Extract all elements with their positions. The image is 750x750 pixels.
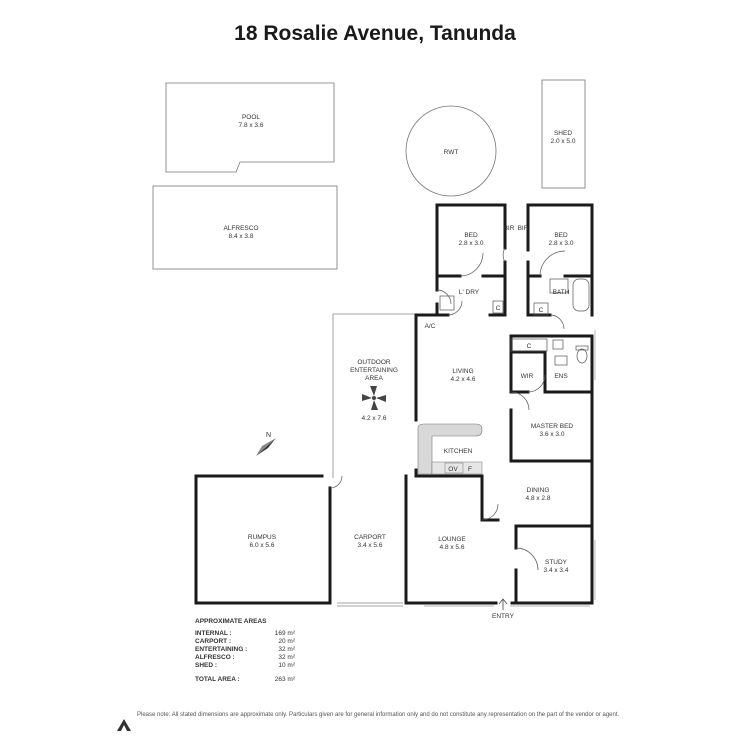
pool-outline: POOL 7.8 x 3.6 — [165, 82, 335, 173]
outdoor-label-2: ENTERTAINING — [350, 367, 398, 374]
master-bed-label: MASTER BED — [531, 423, 574, 430]
area-row: INTERNAL : 169 m² — [195, 630, 295, 638]
dining-label: DINING — [527, 487, 550, 494]
total-area-value: 263 m² — [274, 675, 295, 683]
living-label: LIVING — [452, 368, 473, 375]
areas-heading: APPROXIMATE AREAS — [195, 618, 267, 625]
bir-label-2: BIR — [518, 225, 529, 232]
disclaimer-text: Please note: All stated dimensions are a… — [137, 712, 620, 718]
area-row: SHED : 10 m² — [195, 662, 295, 670]
north-arrow-icon: N — [256, 432, 276, 456]
lounge-label: LOUNGE — [438, 536, 466, 543]
alfresco-label: ALFRESCO — [223, 225, 258, 232]
area-value: 10 m² — [278, 662, 295, 670]
area-value: 32 m² — [278, 654, 295, 662]
area-row: CARPORT : 20 m² — [195, 638, 295, 646]
bed1-label: BED — [464, 232, 478, 239]
area-name: CARPORT : — [195, 638, 232, 646]
shed-outline: SHED 2.0 x 5.0 — [541, 79, 586, 189]
pool-label: POOL — [242, 114, 260, 121]
bath-label: BATH — [553, 289, 570, 296]
rumpus-dims: 6.0 x 5.6 — [250, 542, 275, 549]
ensuite-label: ENS — [554, 373, 568, 380]
windows — [424, 330, 596, 607]
area-value: 32 m² — [278, 646, 295, 654]
page-title: 18 Rosalie Avenue, Tanunda — [234, 22, 516, 45]
laundry-label: L' DRY — [459, 289, 480, 296]
bed2-label: BED — [554, 232, 568, 239]
area-name: INTERNAL : — [195, 630, 232, 638]
bathroom-fixtures — [439, 278, 590, 366]
area-value: 20 m² — [278, 638, 295, 646]
approximate-areas-table: APPROXIMATE AREAS INTERNAL : 169 m² CARP… — [195, 618, 295, 684]
living-dims: 4.2 x 4.6 — [451, 376, 476, 383]
outdoor-label-1: OUTDOOR — [357, 359, 391, 366]
entry-label: ENTRY — [492, 613, 515, 620]
door-swings — [329, 247, 566, 571]
carport-label: CARPORT — [354, 534, 386, 541]
north-label: N — [266, 432, 271, 439]
cupboard-label-1: C — [496, 305, 501, 312]
area-name: ENTERTAINING : — [195, 646, 248, 654]
rwt-tank: RWT — [405, 105, 497, 197]
lounge-dims: 4.8 x 5.6 — [440, 544, 465, 551]
rwt-label: RWT — [444, 149, 459, 156]
area-name: ALFRESCO : — [195, 654, 235, 662]
total-area-row: TOTAL AREA : 263 m² — [195, 676, 295, 684]
study-dims: 3.4 x 3.4 — [544, 567, 569, 574]
outdoor-label-3: AREA — [365, 375, 383, 382]
oven-label: OV — [448, 466, 458, 473]
wir-label: WIR — [521, 373, 534, 380]
fridge-label: F — [468, 466, 472, 473]
alfresco-dims: 8.4 x 3.8 — [229, 233, 254, 240]
outdoor-area-outline — [332, 313, 416, 607]
kitchen-label: KITCHEN — [444, 448, 473, 455]
outdoor-dims: 4.2 x 7.6 — [362, 415, 387, 422]
entry-arrow-icon — [498, 598, 508, 610]
shed-label: SHED — [554, 130, 572, 137]
shed-dims: 2.0 x 5.0 — [551, 138, 576, 145]
kitchen-bench — [417, 423, 483, 475]
area-row: ENTERTAINING : 32 m² — [195, 646, 295, 654]
cupboards: C C C — [492, 300, 549, 352]
rumpus-label: RUMPUS — [248, 534, 277, 541]
cupboard-label-3: C — [527, 343, 532, 350]
master-bed-dims: 3.6 x 3.0 — [540, 431, 565, 438]
alfresco-outline: ALFRESCO 8.4 x 3.8 — [152, 185, 338, 270]
company-logo-icon — [117, 719, 131, 731]
total-area-name: TOTAL AREA : — [195, 675, 240, 683]
dining-dims: 4.8 x 2.8 — [526, 495, 551, 502]
pool-dims: 7.8 x 3.6 — [239, 122, 264, 129]
bed2-dims: 2.8 x 3.0 — [549, 240, 574, 247]
area-value: 169 m² — [274, 630, 295, 638]
area-name: SHED : — [195, 662, 218, 670]
cupboard-label-2: C — [539, 307, 544, 314]
ac-label: A/C — [425, 323, 436, 330]
carport-dims: 3.4 x 5.6 — [358, 542, 383, 549]
bed1-dims: 2.8 x 3.0 — [459, 240, 484, 247]
area-row: ALFRESCO : 32 m² — [195, 654, 295, 662]
study-label: STUDY — [545, 559, 568, 566]
bir-label-1: BIR — [504, 225, 515, 232]
ceiling-fan-icon — [362, 386, 386, 410]
